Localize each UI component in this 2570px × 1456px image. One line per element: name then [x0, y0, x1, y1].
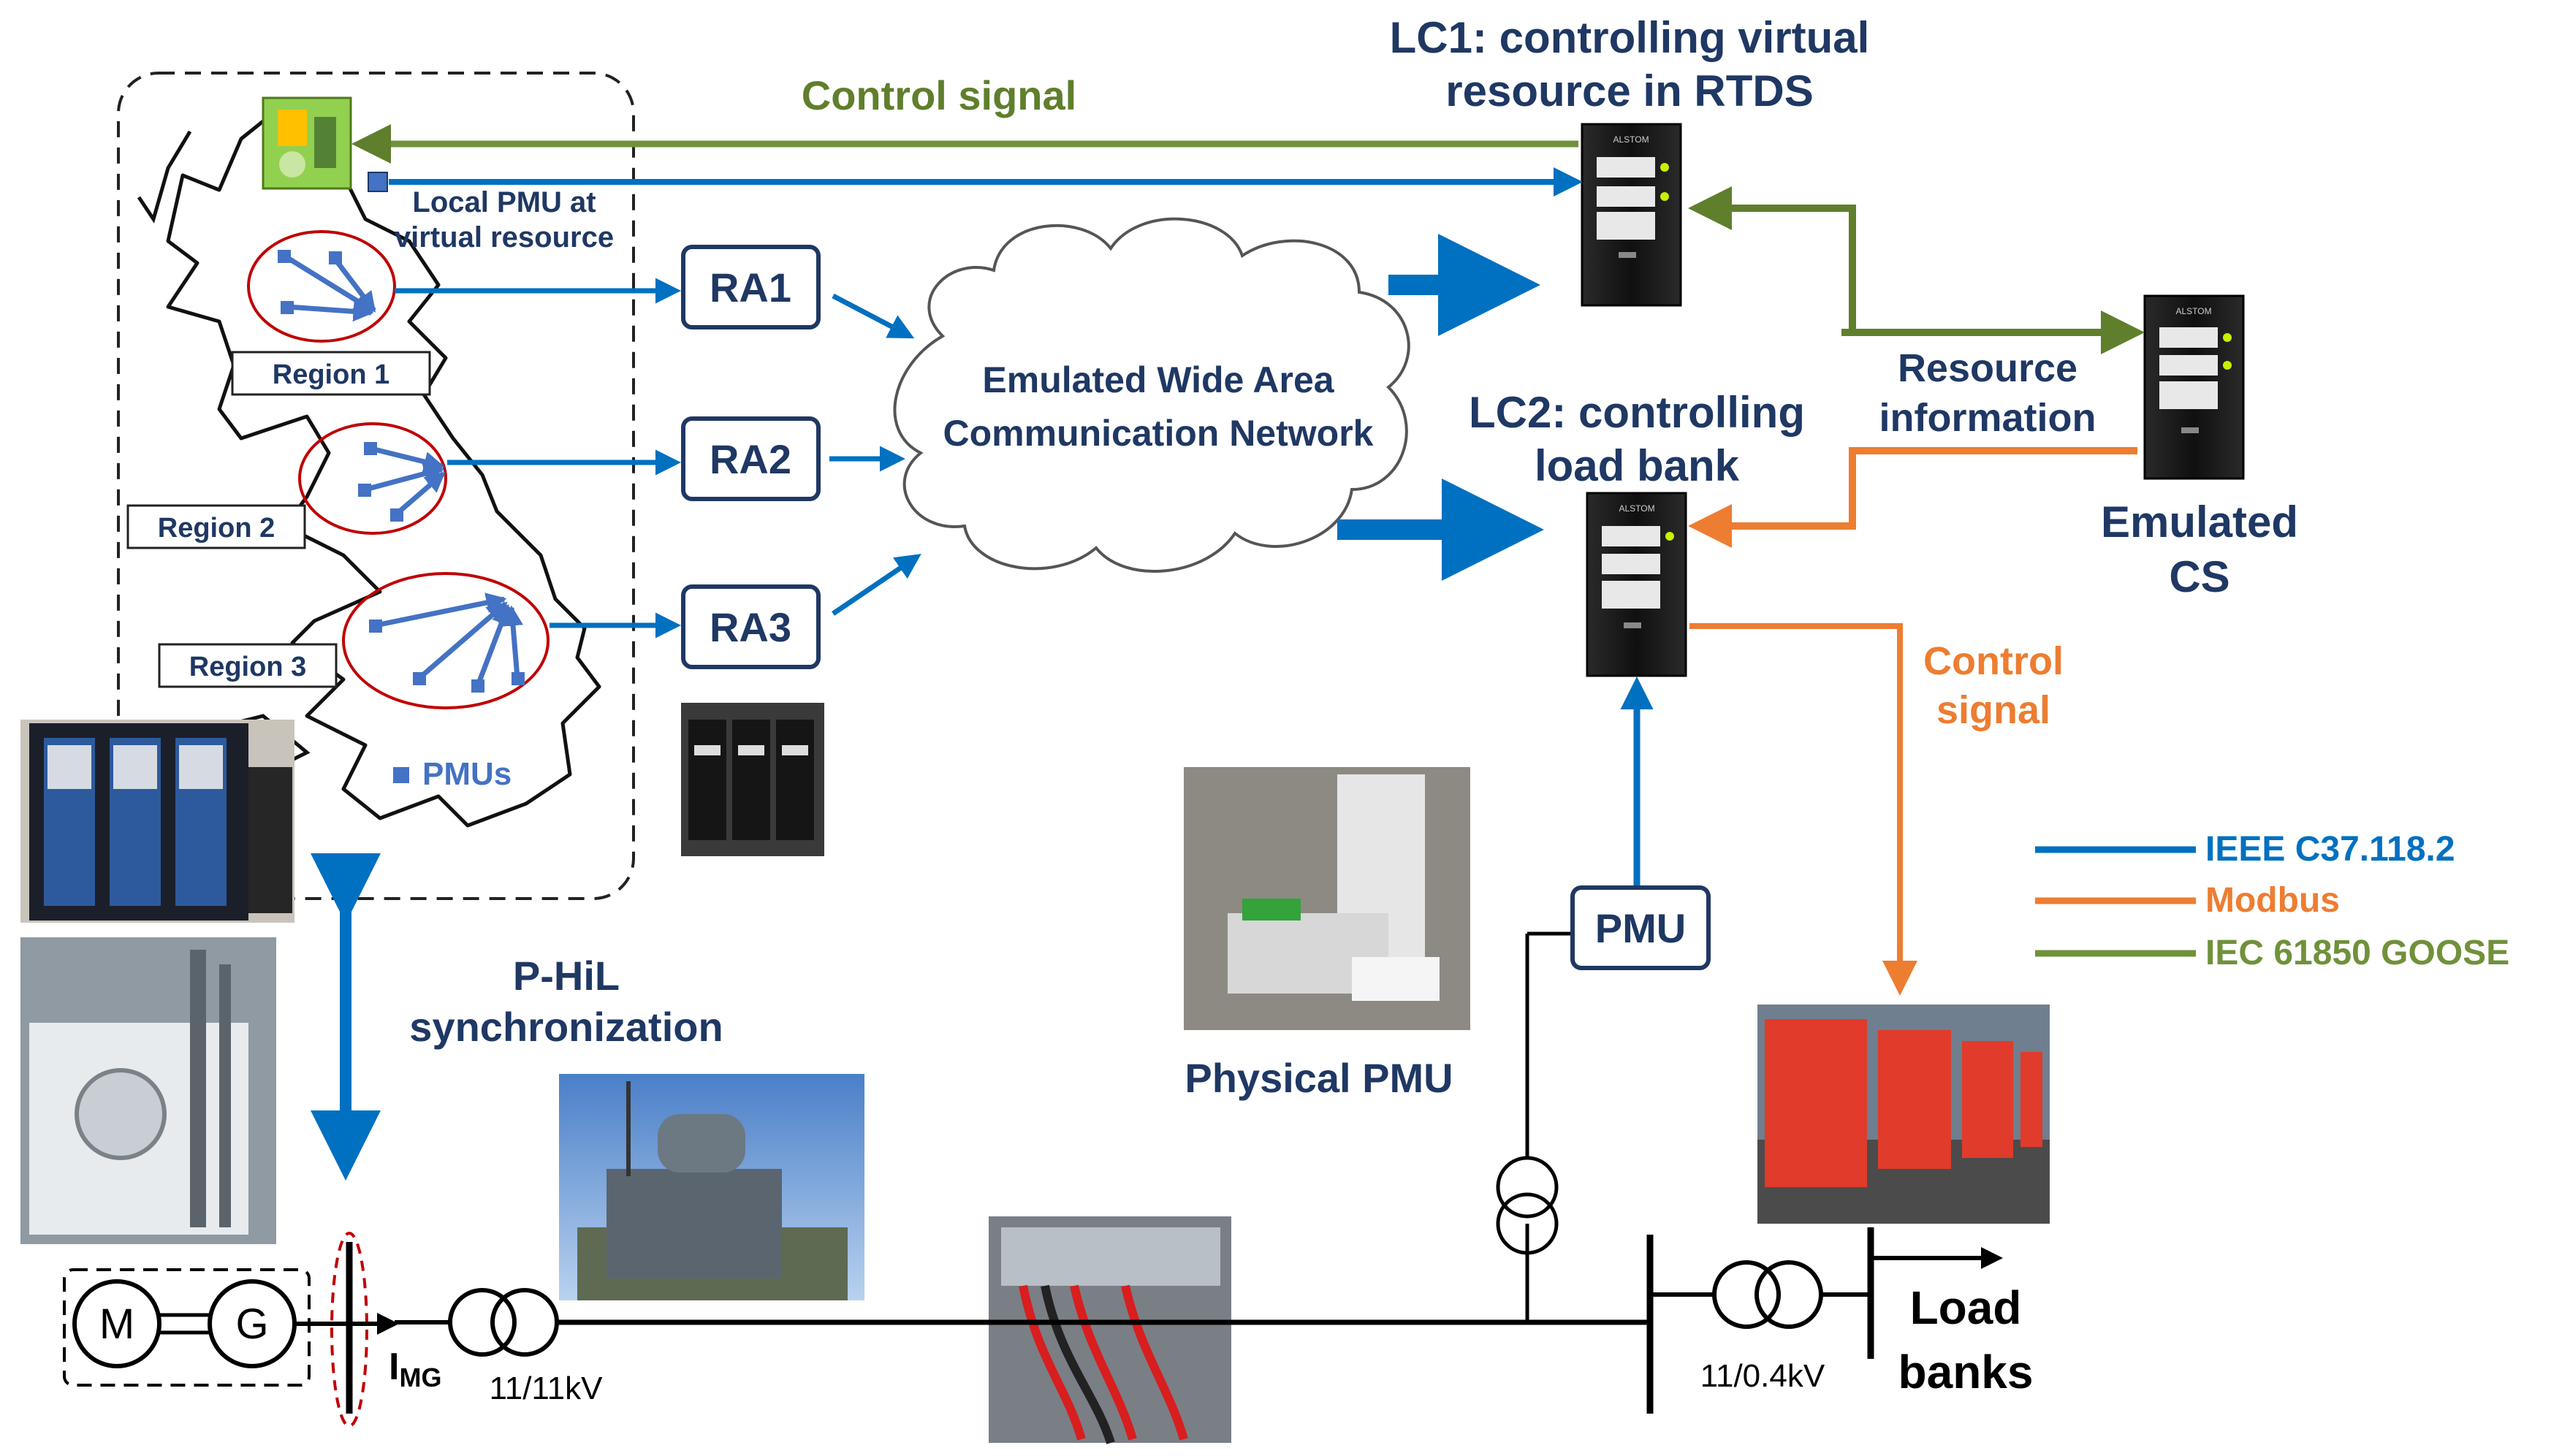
region-3-cluster: [342, 572, 550, 709]
legend-label-ieee: IEEE C37.118.2: [2205, 830, 2455, 869]
lc2-controller-device: ALSTOM: [1586, 492, 1687, 677]
motor-generator-set: M G: [63, 1268, 311, 1387]
cable-photo: [989, 1216, 1231, 1444]
cs-brand: ALSTOM: [2175, 306, 2211, 316]
lc1-label-line1: LC1: controlling virtual: [1390, 13, 1870, 62]
transformer-photo: [559, 1074, 864, 1300]
emulated-cs-label-line2: CS: [2169, 552, 2229, 601]
pmus-label: PMUs: [422, 756, 512, 792]
physical-pmu-photo: [1184, 767, 1470, 1030]
pmu-ct-symbol: [1496, 1156, 1559, 1255]
virtual-resource-icon: [262, 96, 352, 190]
ra-devices-photo: [681, 703, 824, 856]
phil-interface-ellipse: [330, 1232, 368, 1428]
physical-pmu-label: Physical PMU: [1185, 1055, 1453, 1101]
region-2-label: Region 2: [158, 513, 275, 544]
region-3-box: [158, 643, 338, 688]
uk-outline: [166, 107, 601, 828]
uk-map-area: [117, 72, 635, 900]
transformer-1-symbol: [448, 1288, 559, 1357]
lc1-controller-device: ALSTOM: [1581, 123, 1682, 307]
img-label: IMG: [389, 1346, 441, 1392]
resource-info-line1: Resource: [1898, 346, 2077, 390]
local-pmu-icon: [368, 172, 388, 192]
phil-label-line1: P-HiL: [513, 953, 620, 999]
ra2-label: RA2: [710, 436, 791, 482]
lc1-brand: ALSTOM: [1613, 134, 1649, 145]
legend-label-modbus: Modbus: [2205, 881, 2340, 920]
phil-label-line2: synchronization: [409, 1004, 723, 1050]
transformer-2-label: 11/0.4kV: [1700, 1358, 1825, 1394]
arrow-ra1-cloud: [832, 293, 915, 339]
load-banks-label-line1: Load: [1910, 1281, 2022, 1334]
ra2-node: RA2: [681, 416, 821, 501]
lc2-brand: ALSTOM: [1619, 503, 1654, 514]
control-signal-right-line2: signal: [1936, 688, 2050, 732]
rtds-rack-photo: [20, 720, 294, 923]
map-dashed-boundary: [117, 72, 635, 900]
cloud-label-line2: Communication Network: [943, 413, 1374, 454]
mg-set-photo: [20, 937, 276, 1244]
generator-label: G: [235, 1300, 268, 1348]
emulated-cs-device: ALSTOM: [2143, 294, 2245, 480]
lc2-label-line1: LC2: controlling: [1469, 388, 1805, 437]
lc2-label-line2: load bank: [1535, 441, 1740, 490]
uk-islands: [137, 130, 192, 224]
legend: IEEE C37.118.2 Modbus IEC 61850 GOOSE: [2035, 830, 2509, 972]
legend-label-goose: IEC 61850 GOOSE: [2205, 934, 2509, 972]
region-2-box: [126, 504, 306, 549]
load-banks-label-line2: banks: [1898, 1346, 2034, 1398]
local-pmu-label-line2: virtual resource: [395, 221, 614, 254]
load-bank-photo: [1757, 1005, 2050, 1224]
ra1-node: RA1: [681, 245, 821, 329]
arrow-cs-to-lc2: [1688, 447, 2137, 548]
transformer-1-label: 11/11kV: [490, 1371, 604, 1406]
ra3-node: RA3: [681, 584, 821, 669]
arrow-lc2-control-signal-to-loadbank: [1689, 623, 1917, 996]
local-pmu-label-line1: Local PMU at: [412, 186, 596, 218]
region-1-cluster: [247, 230, 396, 343]
control-signal-top-label: Control signal: [802, 72, 1076, 118]
cloud-label-line1: Emulated Wide Area: [982, 359, 1334, 400]
ra1-label: RA1: [710, 264, 791, 310]
pmu-legend-dot: [393, 767, 409, 783]
arrow-resource-info-to-lc1: [1688, 186, 1856, 336]
region-1-label: Region 1: [273, 359, 389, 390]
control-signal-right-line1: Control: [1923, 639, 2064, 683]
transformer-2-symbol: [1712, 1260, 1823, 1329]
region-1-box: [231, 351, 431, 396]
motor-label: M: [99, 1300, 134, 1348]
pmu-box-label: PMU: [1595, 905, 1686, 951]
pmu-box: PMU: [1570, 885, 1711, 970]
lc1-label-line2: resource in RTDS: [1445, 66, 1813, 115]
region-3-label: Region 3: [189, 652, 306, 682]
region-2-cluster: [298, 422, 447, 535]
wide-area-network-cloud: Emulated Wide Area Communication Network: [893, 217, 1410, 573]
resource-info-line2: information: [1879, 396, 2096, 440]
ra3-label: RA3: [710, 604, 791, 650]
arrow-ra3-cloud: [832, 554, 921, 616]
emulated-cs-label-line1: Emulated: [2101, 498, 2298, 546]
